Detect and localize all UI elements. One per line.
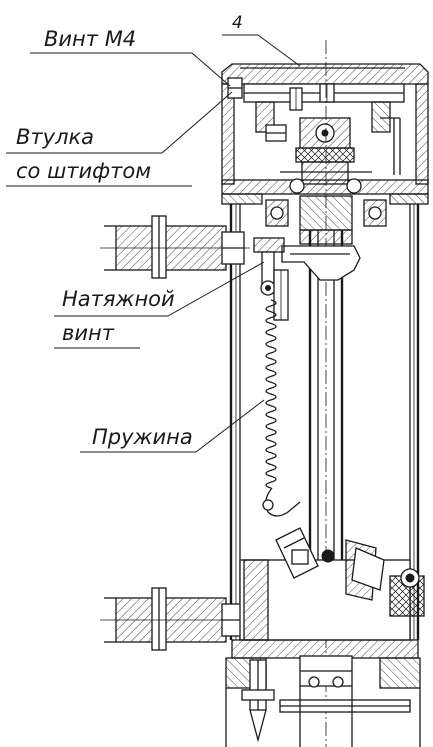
screw-m4-label: Винт М4: [44, 27, 136, 51]
spring: [262, 299, 301, 517]
bushing-label-line2: со штифтом: [16, 159, 151, 183]
lower-left-bracket: [100, 587, 250, 651]
spring-label: Пружина: [92, 425, 193, 449]
callout-spring: Пружина: [80, 399, 265, 453]
top-mechanism: [227, 77, 405, 231]
callout-screw-m4: Винт М4: [30, 27, 231, 87]
housing: [221, 63, 429, 640]
callout-tension-screw: Натяжной винт: [54, 261, 265, 349]
callout-bushing-with-pin: Втулка со штифтом: [6, 91, 233, 187]
bushing-label-line1: Втулка: [16, 125, 94, 149]
tension-bracket: [253, 237, 361, 321]
upper-left-bracket: [100, 215, 250, 279]
lower-mechanism: [225, 527, 425, 747]
tension-screw-label-line2: винт: [62, 321, 115, 345]
part-number-label: 4: [232, 13, 243, 33]
callout-part-number: 4: [222, 13, 301, 67]
tension-screw-label-line1: Натяжной: [62, 287, 175, 311]
